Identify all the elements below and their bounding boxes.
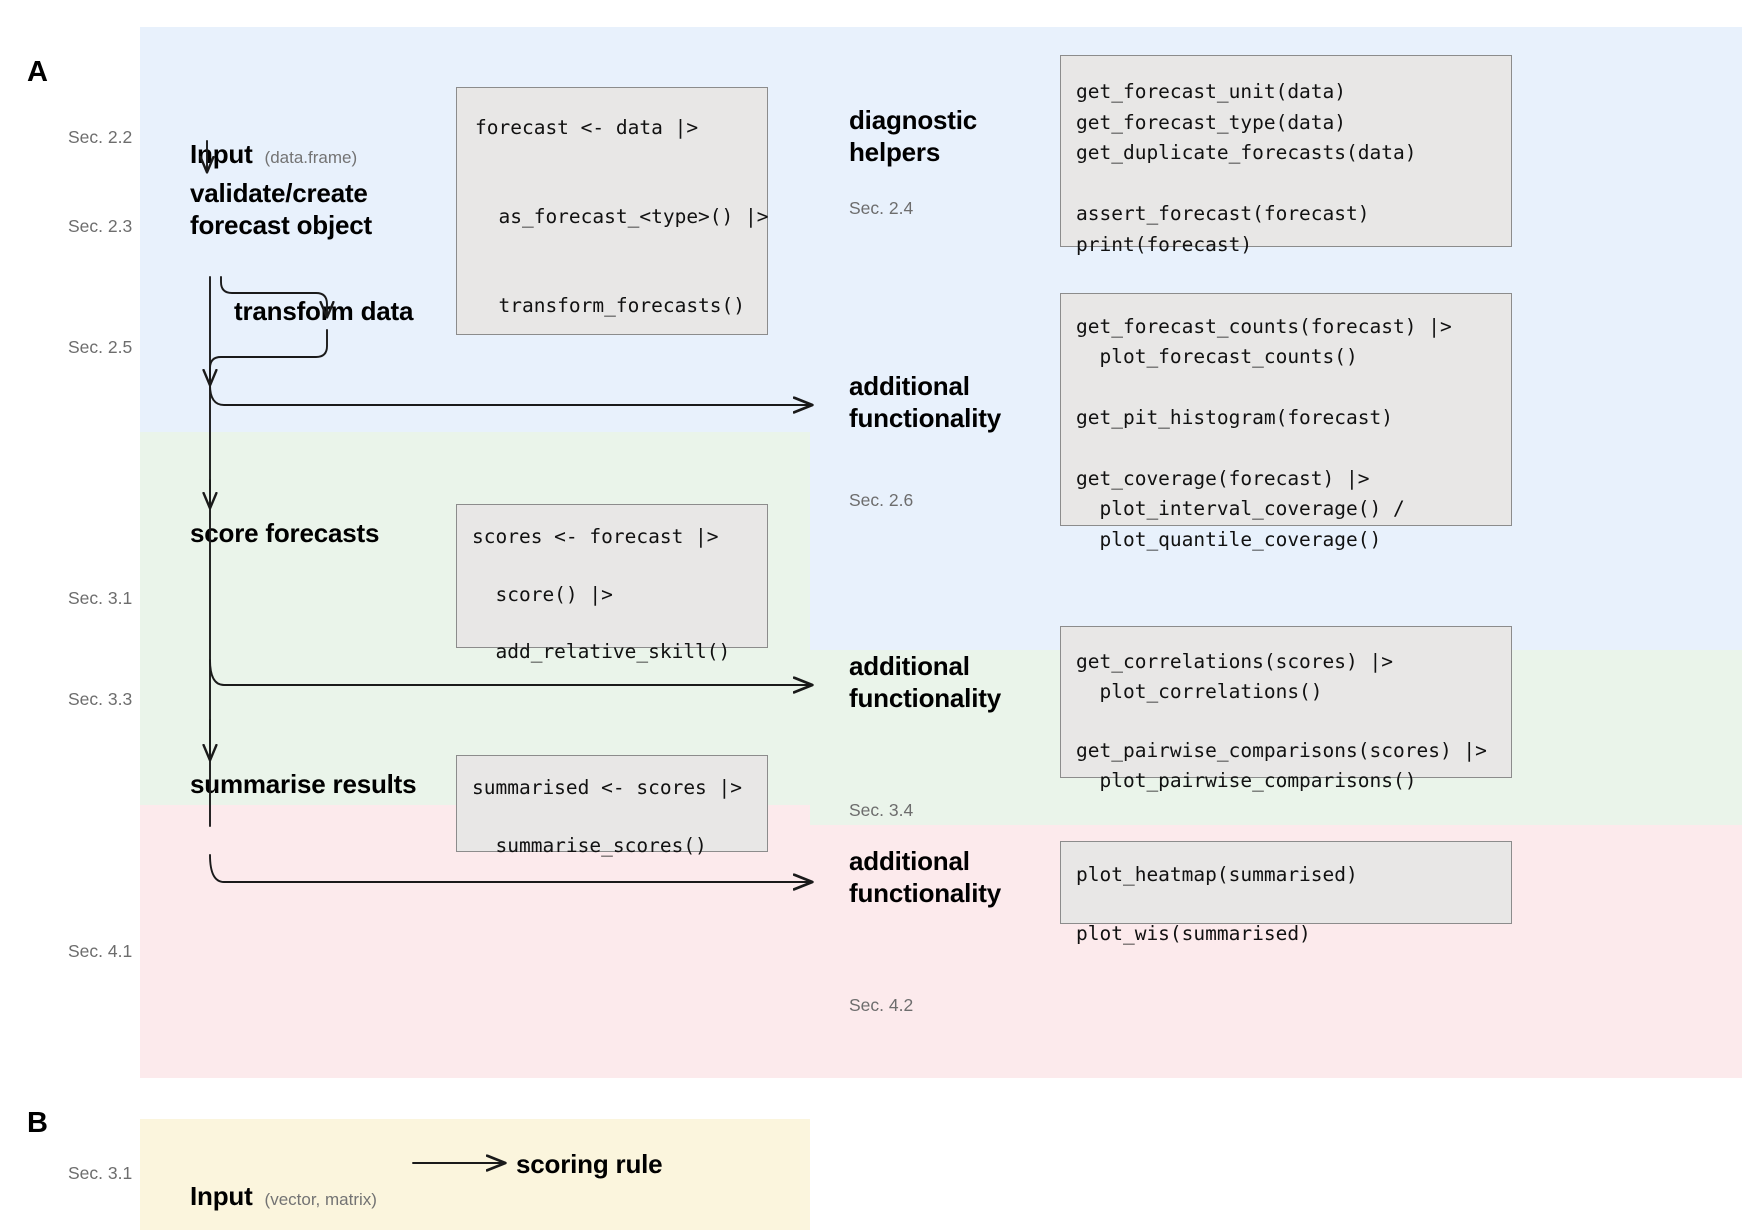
codebox-pipeline-main: forecast <- data |> as_forecast_<type>()… (456, 87, 769, 335)
code-line: plot_quantile_coverage() (1076, 527, 1382, 551)
section-label-2-6: Sec. 2.6 (849, 490, 914, 510)
code-line (1076, 706, 1511, 736)
code-line: get_duplicate_forecasts(data) (1076, 141, 1417, 165)
codebox-extras-4-2: plot_heatmap(summarised) plot_wis(summar… (1060, 841, 1512, 945)
code-line: get_forecast_unit(data) (1076, 80, 1347, 103)
code-line: summarise_scores() (472, 833, 707, 857)
code-line: plot_wis(summarised) (1076, 922, 1311, 946)
section-label-2-2: Sec. 2.2 (68, 127, 133, 147)
node-validate-create-forecast-object: validate/create forecast object (190, 178, 372, 240)
section-label-2-3: Sec. 2.3 (68, 216, 133, 236)
code-line: get_pit_histogram(forecast) (1076, 406, 1393, 430)
band-panel-b (140, 1119, 810, 1230)
code-line: add_relative_skill() (472, 640, 731, 664)
code-line: get_forecast_counts(forecast) |> (1076, 315, 1452, 338)
panel-letter-b: B (27, 1107, 49, 1139)
code-line (472, 803, 767, 832)
section-label-2-5: Sec. 2.5 (68, 337, 133, 357)
code-line (472, 610, 767, 639)
node-transform-data: transform data (234, 296, 414, 326)
code-line: transform_forecasts() (475, 293, 746, 317)
node-summarise-results: summarise results (190, 769, 417, 799)
section-label-4-2: Sec. 4.2 (849, 995, 914, 1015)
codebox-diagnostics: get_forecast_unit(data) get_forecast_type… (1060, 55, 1512, 256)
section-label-3-1: Sec. 3.1 (68, 588, 133, 608)
codebox-extras-2-6: get_forecast_counts(forecast) |> plot_fo… (1060, 293, 1512, 551)
node-input-b-sublabel: (vector, matrix) (264, 1189, 377, 1209)
section-label-2-4: Sec. 2.4 (849, 198, 914, 218)
code-line (475, 232, 767, 262)
section-label-3-3: Sec. 3.3 (68, 689, 133, 709)
code-line: score() |> (472, 582, 613, 606)
section-label-4-1: Sec. 4.1 (68, 941, 133, 961)
code-line (475, 261, 767, 291)
codebox-extras-3-4: get_correlations(scores) |> plot_correla… (1060, 626, 1512, 792)
panel-letter-a: A (27, 56, 49, 88)
node-score-forecasts: score forecasts (190, 518, 380, 548)
code-line (1076, 434, 1511, 464)
codebox-summarising: summarised <- scores |> summarise_scores… (456, 755, 768, 857)
node-additional-functionality-4-2: additional functionality (849, 846, 1001, 908)
codebox-scoring: scores <- forecast |> score() |> add_rel… (456, 504, 768, 663)
code-line: forecast <- data |> (475, 116, 699, 139)
code-line: as_forecast_<type>() |> (475, 204, 769, 228)
code-line: plot_correlations() (1076, 679, 1323, 703)
code-line: plot_heatmap(summarised) (1076, 863, 1358, 886)
code-line: plot_forecast_counts() (1076, 345, 1358, 369)
code-line (1076, 890, 1511, 920)
code-line: get_pairwise_comparisons(scores) |> (1076, 738, 1487, 762)
code-line: plot_interval_coverage() / (1076, 497, 1405, 521)
code-line (1076, 169, 1511, 200)
code-line (472, 552, 767, 581)
node-additional-functionality-2-6: additional functionality (849, 371, 1001, 433)
code-line: plot_pairwise_comparisons() (1076, 768, 1417, 792)
code-line: scores <- forecast |> (472, 525, 719, 548)
band-section3-right (810, 805, 1742, 825)
node-diagnostic-helpers: diagnostic helpers (849, 105, 978, 167)
code-line: print(forecast) (1076, 233, 1253, 257)
node-input: Input (data.frame) (190, 107, 357, 171)
node-additional-functionality-3-4: additional functionality (849, 651, 1001, 713)
section-label-3-1-b: Sec. 3.1 (68, 1163, 133, 1183)
code-line: get_coverage(forecast) |> (1076, 467, 1370, 491)
code-line: assert_forecast(forecast) (1076, 202, 1370, 226)
node-input-b: Input (vector, matrix) (190, 1149, 377, 1213)
code-line (1076, 373, 1511, 403)
code-line: get_forecast_type(data) (1076, 110, 1347, 134)
node-input-sublabel: (data.frame) (264, 147, 358, 167)
code-line (475, 143, 767, 173)
code-line: get_correlations(scores) |> (1076, 650, 1393, 673)
code-line (475, 172, 767, 202)
node-input-label: Input (190, 138, 253, 169)
code-line: summarised <- scores |> (472, 776, 743, 799)
node-scoring-rule: scoring rule (516, 1149, 663, 1179)
node-input-b-label: Input (190, 1180, 253, 1211)
section-label-3-4: Sec. 3.4 (849, 800, 914, 820)
